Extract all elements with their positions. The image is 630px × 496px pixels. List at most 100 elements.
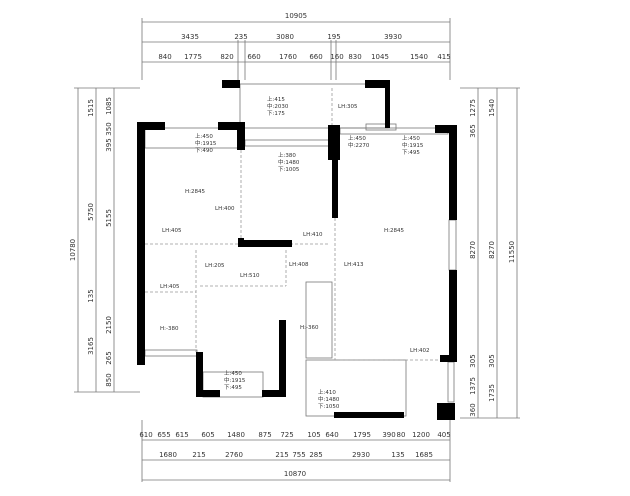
study-window-spec: 下:1005 [278,166,300,173]
study-window-spec: 中:1480 [278,158,300,166]
top-dim: 1540 [410,53,428,61]
living-window-spec: 中:2270 [348,141,370,149]
living-window-spec: 中:1915 [402,141,424,149]
balcony-window-spec: 中:2030 [267,102,289,110]
top-dim: 415 [437,53,450,61]
bathroom-height: H:-380 [160,326,179,332]
top-dim: 160 [330,53,343,61]
right-dim: 1540 [488,99,496,117]
bottom-dim: 390 [382,431,395,439]
left-dim: 1515 [87,99,95,117]
right-dim: 305 [488,354,496,367]
top-dim: 1760 [279,53,297,61]
bottom-dim: 655 [157,431,170,439]
bedroom-window-spec: 下:490 [195,147,213,154]
beam-label: LH:510 [240,273,260,279]
right-dim: 1275 [469,99,477,117]
bottom-dim: 755 [292,451,305,459]
left-dim: 265 [105,351,113,364]
top-dim: 3080 [276,33,294,41]
living-height: H:2845 [384,228,404,234]
bottom-dimensions: 610 655 615 605 1480 875 725 105 640 179… [139,420,451,482]
kitchen-window-spec: 上:410 [318,388,336,396]
bottom-dim: 640 [325,431,338,439]
bottom-dim: 1795 [353,431,371,439]
bottom-dim: 1685 [415,451,433,459]
right-dim: 1735 [488,384,496,402]
bottom-dim: 2930 [352,451,370,459]
right-dim: 305 [469,354,477,367]
bottom-dim: 1200 [412,431,430,439]
balcony-window-spec: 上:415 [267,95,285,103]
study-window-spec: 上:380 [278,151,296,159]
room-annotations: 上:415 中:2030 下:175 LH:305 上:450 中:1915 下… [160,95,430,410]
left-dim: 350 [105,122,113,135]
top-dim: 840 [158,53,171,61]
top-overall-dim: 10905 [285,12,307,20]
top-dim: 660 [247,53,260,61]
kitchen-window-spec: 下:1050 [318,403,340,410]
top-dim: 820 [220,53,233,61]
balcony-beam-label: LH:305 [338,104,358,110]
right-dim: 8270 [469,241,477,259]
beam-label: LH:410 [303,232,323,238]
top-dim: 3435 [181,33,199,41]
top-dim: 1045 [371,53,389,61]
left-dim: 850 [105,373,113,386]
top-dim: 235 [234,33,247,41]
beam-label: LH:402 [410,348,430,354]
right-dim: 8270 [488,241,496,259]
top-dimensions: 10905 3435 235 3080 195 3930 840 1775 82… [141,12,451,80]
bottom-dim: 615 [175,431,188,439]
top-dim: 1775 [184,53,202,61]
bottom-dim: 1480 [227,431,245,439]
top-dim: 3930 [384,33,402,41]
beam-label: LH:405 [162,228,182,234]
bath-window-spec: 中:1915 [224,376,246,384]
bottom-dim: 875 [258,431,271,439]
living-window-spec: 上:450 [348,134,366,142]
left-dim: 2150 [105,316,113,334]
living-window-spec: 下:495 [402,149,420,156]
left-overall-dim: 10780 [69,239,77,261]
right-dim: 365 [469,124,477,137]
left-dim: 5750 [87,203,95,221]
bottom-dim: 135 [391,451,404,459]
bedroom-window-spec: 中:1915 [195,139,217,147]
beam-label: LH:408 [289,262,309,268]
balcony-window-spec: 下:175 [267,110,285,117]
bottom-dim: 80 [397,431,406,439]
living-window-spec: 上:450 [402,134,420,142]
beam-label: LH:400 [215,206,235,212]
left-dim: 395 [105,138,113,151]
beam-label: LH:413 [344,262,364,268]
bath-window-spec: 上:450 [224,369,242,377]
bottom-dim: 610 [139,431,152,439]
top-dim: 830 [348,53,361,61]
bottom-dim: 405 [437,431,450,439]
plan-linework [144,83,457,417]
top-dim: 195 [327,33,340,41]
walls [137,80,457,420]
beam-label: LH:405 [160,284,180,290]
bottom-overall-dim: 10870 [284,470,306,478]
left-dim: 5155 [105,209,113,227]
beam-label: LH:205 [205,263,225,269]
bottom-dim: 285 [309,451,322,459]
left-dimensions: 10780 1515 5750 135 3165 1085 395 350 51… [69,87,140,393]
top-dim: 660 [309,53,322,61]
bottom-dim: 215 [275,451,288,459]
bottom-dim: 215 [192,451,205,459]
bottom-dim: 605 [201,431,214,439]
left-dim: 1085 [105,97,113,115]
right-dimensions: 1275 365 8270 305 1375 360 1540 8270 305… [460,87,520,419]
bedroom-window-spec: 上:450 [195,132,213,140]
kitchen-window-spec: 中:1480 [318,395,340,403]
right-dim: 1375 [469,377,477,395]
bedroom-height: H:2845 [185,189,205,195]
right-dim: 360 [469,403,477,416]
bottom-dim: 1680 [159,451,177,459]
bathroom-height: H:-360 [300,325,319,331]
left-dim: 135 [87,289,95,302]
